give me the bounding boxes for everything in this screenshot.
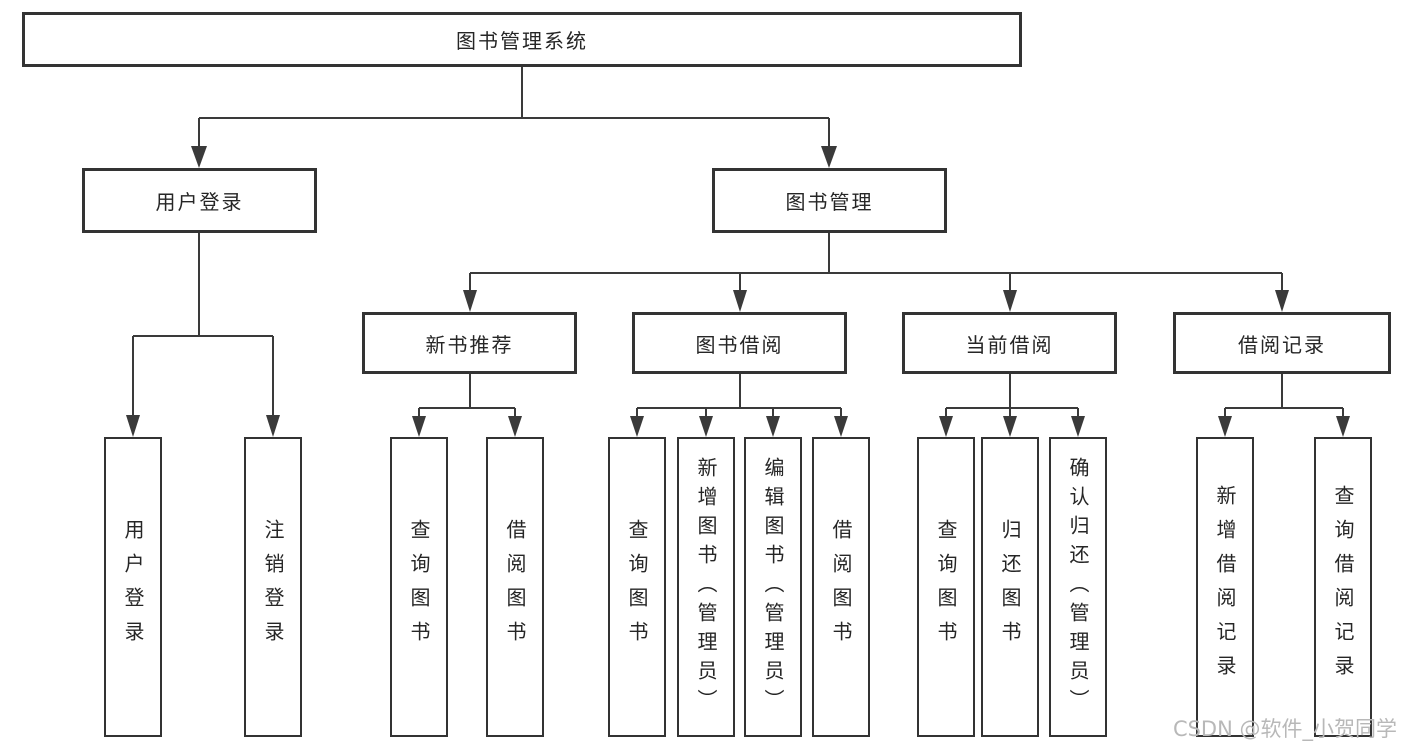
leaf-confirm-return-admin: 确认归还（管理员） xyxy=(1049,437,1107,737)
node-book-management: 图书管理 xyxy=(712,168,947,233)
node-current-borrowing: 当前借阅 xyxy=(902,312,1117,374)
leaf-user-login: 用户登录 xyxy=(104,437,162,737)
arrowhead-icons xyxy=(126,146,1350,437)
leaf-query-borrow-record-label: 查询借阅记录 xyxy=(1331,485,1355,689)
leaf-confirm-return-admin-label: 确认归还（管理员） xyxy=(1066,456,1090,718)
leaf-query-books: 查询图书 xyxy=(917,437,975,737)
node-new-book-recommend-label: 新书推荐 xyxy=(425,332,514,357)
node-user-login: 用户登录 xyxy=(82,168,317,233)
leaf-query-books-label: 查询图书 xyxy=(407,519,431,655)
node-current-borrowing-label: 当前借阅 xyxy=(965,332,1054,357)
leaf-borrow-books-label: 借阅图书 xyxy=(503,519,527,655)
leaf-edit-books-admin-label: 编辑图书（管理员） xyxy=(761,456,785,718)
leaf-edit-books-admin: 编辑图书（管理员） xyxy=(744,437,802,737)
leaf-query-books: 查询图书 xyxy=(608,437,666,737)
leaf-query-books-label: 查询图书 xyxy=(625,519,649,655)
node-root-label: 图书管理系统 xyxy=(456,29,588,53)
leaf-borrow-books-label: 借阅图书 xyxy=(829,519,853,655)
leaf-borrow-books: 借阅图书 xyxy=(812,437,870,737)
leaf-query-books: 查询图书 xyxy=(390,437,448,737)
leaf-query-books-label: 查询图书 xyxy=(934,519,958,655)
leaf-borrow-books: 借阅图书 xyxy=(486,437,544,737)
leaf-user-login-label: 用户登录 xyxy=(121,519,145,655)
leaf-logout-label: 注销登录 xyxy=(261,519,285,655)
node-user-login-label: 用户登录 xyxy=(155,190,244,214)
node-book-borrowing-label: 图书借阅 xyxy=(695,332,784,357)
node-new-book-recommend: 新书推荐 xyxy=(362,312,577,374)
csdn-watermark: CSDN @软件_小贺同学 xyxy=(1172,717,1397,741)
node-book-management-label: 图书管理 xyxy=(785,190,874,214)
leaf-logout: 注销登录 xyxy=(244,437,302,737)
leaf-add-books-admin-label: 新增图书（管理员） xyxy=(694,456,718,718)
leaf-add-borrow-record-label: 新增借阅记录 xyxy=(1213,485,1237,689)
leaf-return-books: 归还图书 xyxy=(981,437,1039,737)
leaf-add-books-admin: 新增图书（管理员） xyxy=(677,437,735,737)
leaf-query-borrow-record: 查询借阅记录 xyxy=(1314,437,1372,737)
leaf-add-borrow-record: 新增借阅记录 xyxy=(1196,437,1254,737)
leaf-return-books-label: 归还图书 xyxy=(998,519,1022,655)
node-book-borrowing: 图书借阅 xyxy=(632,312,847,374)
node-root: 图书管理系统 xyxy=(22,12,1022,67)
node-borrowing-records: 借阅记录 xyxy=(1173,312,1391,374)
node-borrowing-records-label: 借阅记录 xyxy=(1238,332,1326,357)
